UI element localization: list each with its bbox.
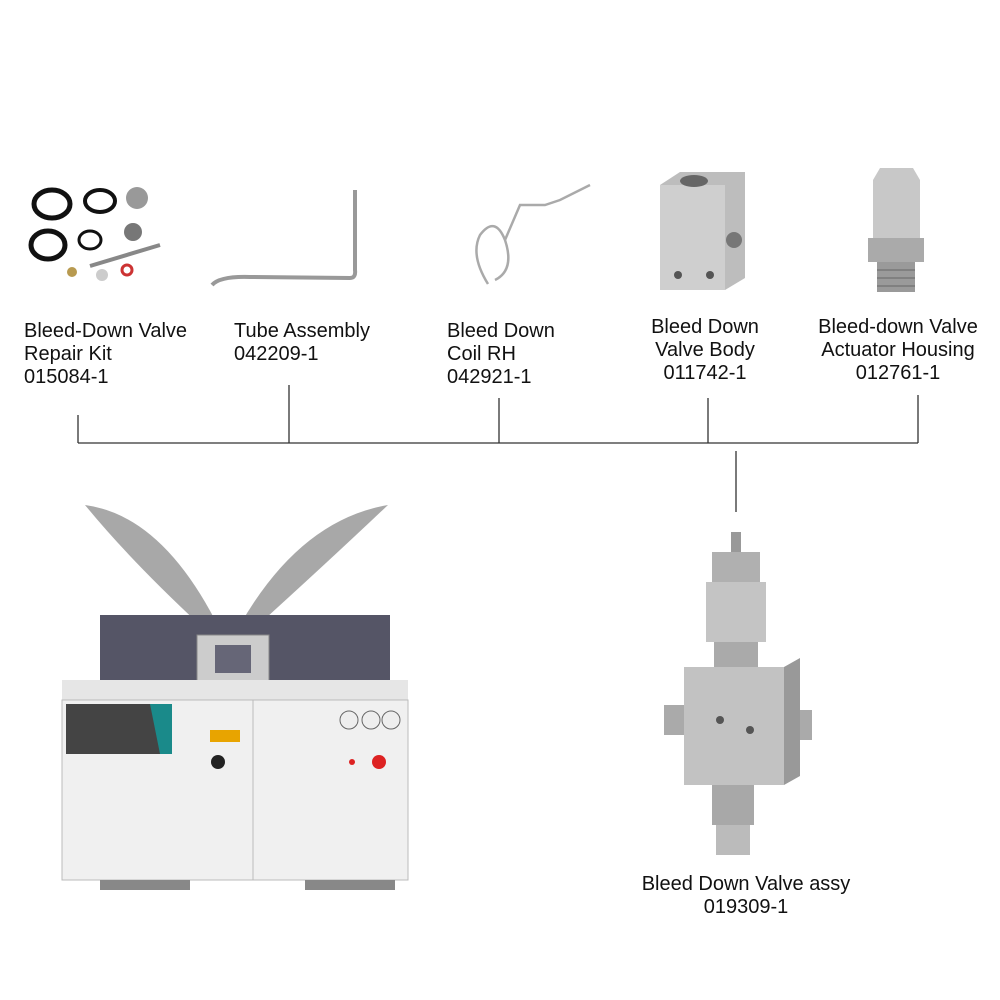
assembly-label: Bleed Down Valve assy 019309-1	[620, 873, 872, 919]
part-name: Bleed Down	[447, 320, 555, 342]
part-label-valve-body: Bleed Down Valve Body 011742-1	[630, 316, 780, 385]
connector-lines	[77, 385, 919, 512]
machine-image	[61, 505, 409, 890]
part-label-coil: Bleed Down Coil RH 042921-1	[447, 320, 555, 389]
part-number: 011742-1	[663, 362, 747, 384]
valve-assembly-image	[664, 532, 812, 855]
part-label-actuator-housing: Bleed-down Valve Actuator Housing 012761…	[800, 316, 996, 385]
part-name-line2: Valve Body	[655, 339, 755, 361]
part-name: Tube Assembly	[234, 320, 370, 342]
part-name: Bleed Down	[651, 316, 759, 338]
part-label-tube-assembly: Tube Assembly 042209-1	[234, 320, 370, 366]
part-number: 012761-1	[855, 362, 941, 384]
part-name: Bleed-Down Valve	[24, 320, 188, 342]
part-number: 015084-1	[24, 366, 109, 388]
part-name-line2: Repair Kit	[24, 343, 112, 365]
valve-body-image	[660, 172, 745, 290]
assembly-number: 019309-1	[703, 896, 789, 918]
repair-kit-image	[28, 187, 161, 281]
assembly-name: Bleed Down Valve assy	[641, 873, 851, 895]
actuator-housing-image	[868, 168, 924, 292]
part-number: 042921-1	[447, 366, 532, 388]
part-name-line2: Coil RH	[447, 343, 516, 365]
coil-image	[475, 183, 591, 285]
part-name: Bleed-down Valve	[818, 316, 978, 338]
tube-assembly-image	[210, 190, 358, 287]
part-number: 042209-1	[234, 343, 319, 365]
part-name-line2: Actuator Housing	[821, 339, 975, 361]
part-label-repair-kit: Bleed-Down Valve Repair Kit 015084-1	[24, 320, 187, 389]
